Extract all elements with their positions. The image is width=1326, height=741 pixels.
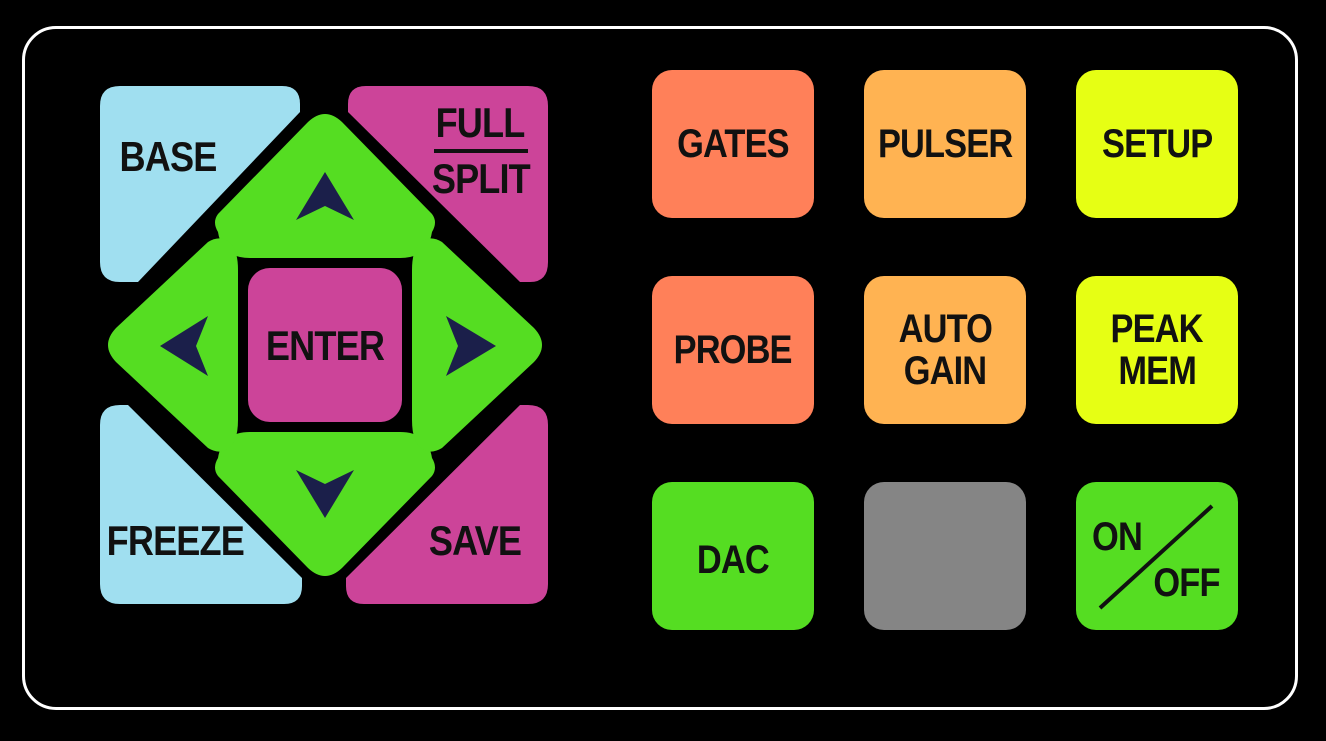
freeze-label: FREEZE bbox=[106, 517, 245, 564]
off-label: OFF bbox=[1153, 561, 1220, 605]
dac-label: DAC bbox=[697, 538, 770, 582]
full-split-button-shape[interactable] bbox=[348, 86, 548, 282]
peak-mem-button[interactable]: PEAK MEM bbox=[1076, 276, 1238, 424]
split-label: SPLIT bbox=[431, 155, 531, 202]
setup-button[interactable]: SETUP bbox=[1076, 70, 1238, 218]
mem-label: MEM bbox=[1118, 349, 1197, 393]
base-label: BASE bbox=[119, 133, 218, 180]
full-split-divider bbox=[434, 149, 528, 153]
on-off-slash-icon bbox=[1098, 504, 1214, 610]
blank-button[interactable] bbox=[864, 482, 1026, 630]
enter-label: ENTER bbox=[265, 322, 385, 369]
auto-label: AUTO bbox=[898, 307, 992, 351]
save-label: SAVE bbox=[428, 517, 522, 564]
on-label: ON bbox=[1092, 515, 1143, 559]
pulser-label: PULSER bbox=[877, 122, 1013, 166]
pulser-button[interactable]: PULSER bbox=[864, 70, 1026, 218]
gain-label: GAIN bbox=[903, 349, 987, 393]
freeze-button-shape[interactable] bbox=[100, 405, 302, 604]
up-arrow-icon bbox=[296, 172, 354, 220]
base-button-shape[interactable] bbox=[100, 86, 300, 282]
probe-label: PROBE bbox=[673, 328, 793, 372]
gates-button[interactable]: GATES bbox=[652, 70, 814, 218]
dac-button[interactable]: DAC bbox=[652, 482, 814, 630]
down-arrow-icon bbox=[296, 470, 354, 518]
on-off-button[interactable]: ON OFF bbox=[1076, 482, 1238, 630]
peak-label: PEAK bbox=[1110, 307, 1204, 351]
enter-button-shape[interactable] bbox=[248, 268, 402, 422]
save-button-shape[interactable] bbox=[346, 405, 548, 604]
setup-label: SETUP bbox=[1101, 122, 1213, 166]
gates-label: GATES bbox=[677, 122, 790, 166]
probe-button[interactable]: PROBE bbox=[652, 276, 814, 424]
auto-gain-button[interactable]: AUTO GAIN bbox=[864, 276, 1026, 424]
right-arrow-icon bbox=[446, 316, 496, 376]
left-arrow-icon bbox=[160, 316, 208, 376]
full-label: FULL bbox=[435, 99, 526, 146]
